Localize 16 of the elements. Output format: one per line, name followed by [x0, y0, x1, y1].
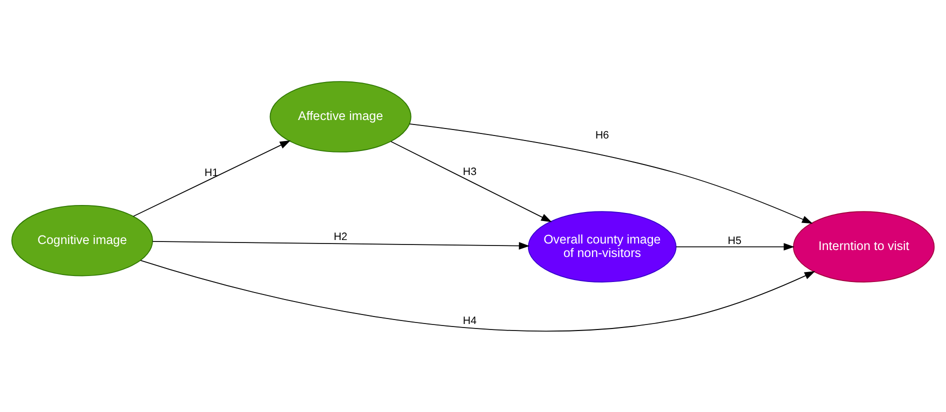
- arrow: [676, 242, 794, 250]
- node-ellipse: Overall county image of non-visitors: [528, 210, 676, 282]
- edge-label: H5: [728, 234, 742, 246]
- edge-label: H2: [334, 230, 348, 243]
- edge-label: H3: [462, 166, 477, 178]
- arrow: [152, 240, 530, 250]
- arrow: [133, 140, 291, 216]
- arrow: [409, 123, 813, 224]
- edge-label: H6: [595, 129, 610, 142]
- arrow: [140, 259, 816, 331]
- node-ellipse: Cognitive image: [11, 204, 153, 276]
- node-ellipse: Interntion to visit: [792, 210, 935, 282]
- node-ellipse: Affective image: [270, 80, 412, 152]
- edge-label: H4: [462, 314, 477, 326]
- arrow: [390, 140, 552, 222]
- edge-label: H1: [204, 166, 218, 179]
